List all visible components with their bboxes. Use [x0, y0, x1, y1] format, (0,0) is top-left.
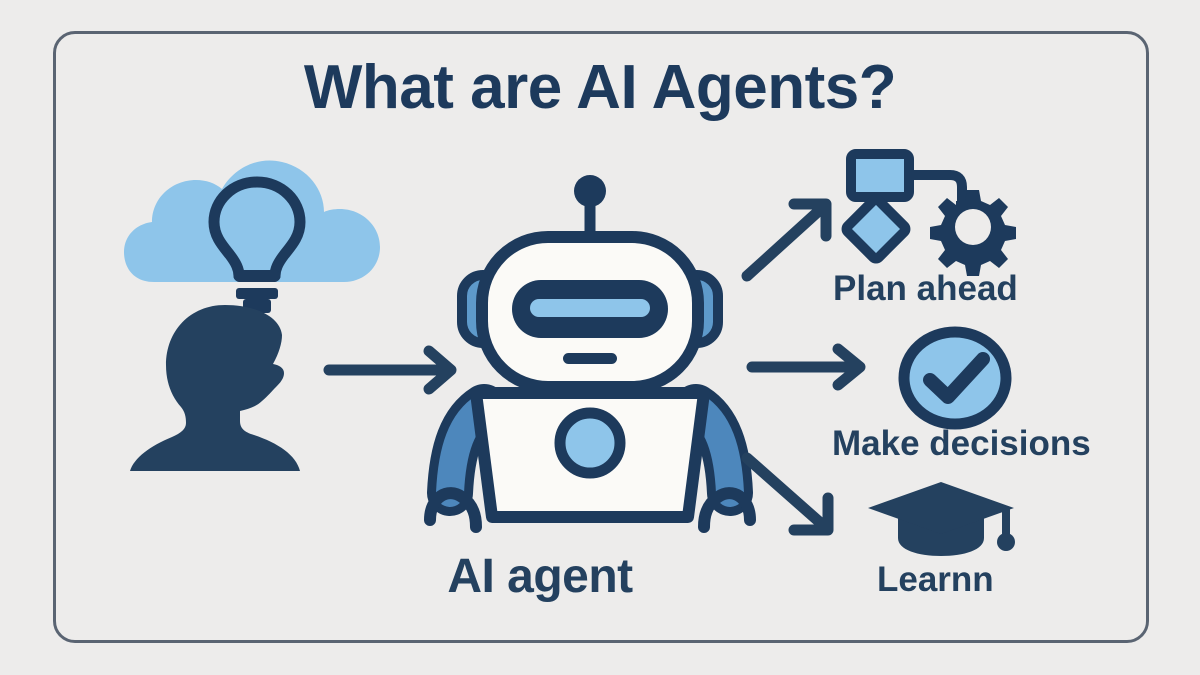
robot-caption: AI agent — [447, 550, 633, 603]
cloud-shape — [124, 160, 380, 282]
person-silhouette-icon — [128, 303, 328, 473]
robot-hand-right — [698, 487, 756, 533]
robot-chest-button — [554, 407, 626, 479]
arrow-robot-to-plan — [741, 196, 847, 282]
lightbulb-base — [236, 270, 278, 313]
mortarboard — [868, 482, 1014, 534]
check-circle-ring — [898, 326, 1012, 430]
graduation-cap-icon — [866, 480, 1016, 558]
flowchart-gear-icon — [838, 143, 1018, 276]
arrow-robot-to-learn — [741, 448, 857, 540]
check-glyph — [923, 352, 990, 404]
robot-mouth — [563, 353, 617, 364]
page-title: What are AI Agents? — [303, 53, 897, 122]
robot-visor-light — [530, 299, 650, 317]
cloud-lightbulb-icon — [122, 160, 392, 313]
flowchart-diamond-node — [841, 194, 911, 264]
check-circle-icon — [897, 326, 1013, 430]
gear-glyph — [930, 190, 1016, 276]
capability-label-decisions: Make decisions — [832, 424, 1091, 463]
arrow-person-to-robot — [323, 345, 470, 395]
flowchart-square-node — [846, 149, 914, 202]
arrow-robot-to-decisions — [746, 343, 878, 391]
tassel-knot — [997, 533, 1015, 551]
robot-hand-left — [424, 487, 482, 533]
outer-frame-border — [53, 31, 1149, 643]
capability-label-plan: Plan ahead — [833, 269, 1018, 308]
capability-label-learn: Learnn — [877, 560, 994, 599]
robot-icon — [420, 175, 760, 545]
